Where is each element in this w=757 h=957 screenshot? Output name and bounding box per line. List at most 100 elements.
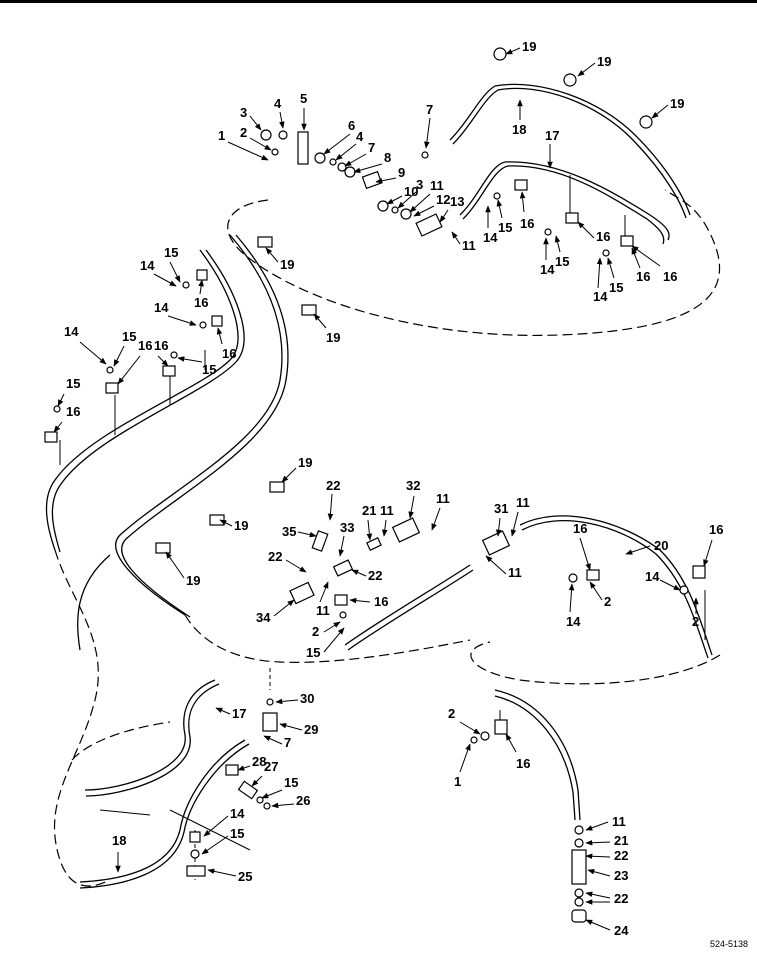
svg-text:2: 2 bbox=[312, 624, 319, 639]
svg-text:33: 33 bbox=[340, 520, 354, 535]
clamp-19b bbox=[563, 73, 577, 87]
svg-text:15: 15 bbox=[164, 245, 178, 260]
svg-text:14: 14 bbox=[645, 569, 660, 584]
svg-text:11: 11 bbox=[436, 491, 450, 506]
svg-text:2: 2 bbox=[692, 614, 699, 629]
clamp-25 bbox=[186, 865, 206, 877]
right-lower-outline bbox=[470, 641, 721, 685]
clamp-16f bbox=[162, 365, 176, 377]
callout: 7 bbox=[263, 735, 291, 750]
callout: 15 bbox=[177, 356, 216, 377]
callout: 16 bbox=[577, 221, 610, 244]
callout: 19 bbox=[219, 518, 248, 533]
clamp-16e bbox=[211, 315, 223, 327]
svg-text:7: 7 bbox=[368, 140, 375, 155]
callout: 19 bbox=[265, 247, 294, 272]
svg-text:16: 16 bbox=[138, 338, 152, 353]
clamp-19f bbox=[269, 481, 285, 493]
svg-text:19: 19 bbox=[670, 96, 684, 111]
callout: 16 bbox=[505, 733, 530, 771]
svg-text:16: 16 bbox=[636, 269, 650, 284]
svg-text:11: 11 bbox=[508, 565, 522, 580]
callout: 16 bbox=[349, 594, 388, 609]
clamp-19d bbox=[257, 236, 273, 248]
callout: 35 bbox=[282, 524, 317, 539]
svg-text:22: 22 bbox=[614, 848, 628, 863]
svg-text:24: 24 bbox=[614, 923, 629, 938]
callout: 2 bbox=[312, 621, 341, 639]
svg-text:20: 20 bbox=[654, 538, 668, 553]
svg-text:7: 7 bbox=[426, 102, 433, 117]
callout: 17 bbox=[545, 128, 559, 169]
fitting-28 bbox=[225, 764, 239, 776]
callout: 15 bbox=[607, 257, 623, 295]
callout: 28 bbox=[237, 754, 266, 771]
svg-text:17: 17 bbox=[545, 128, 559, 143]
svg-text:22: 22 bbox=[368, 568, 382, 583]
callout: 2 bbox=[692, 597, 699, 629]
callout: 19 bbox=[165, 551, 200, 588]
svg-text:16: 16 bbox=[520, 216, 534, 231]
bolt-14 bbox=[189, 831, 201, 843]
svg-text:30: 30 bbox=[300, 691, 314, 706]
callout: 1 bbox=[454, 743, 471, 789]
bracket-5 bbox=[297, 131, 309, 165]
callout: 3 bbox=[397, 177, 423, 209]
clamp-16k bbox=[692, 565, 706, 579]
callout: 22 bbox=[326, 478, 340, 521]
long-hose-a bbox=[45, 249, 239, 551]
callout: 15 bbox=[496, 199, 512, 235]
callout: 21 bbox=[585, 833, 628, 848]
callout: 16 bbox=[194, 279, 208, 310]
svg-text:10: 10 bbox=[404, 184, 418, 199]
svg-text:7: 7 bbox=[284, 735, 291, 750]
callout: 30 bbox=[275, 691, 314, 706]
svg-text:2: 2 bbox=[240, 125, 247, 140]
fitting-27 bbox=[237, 780, 259, 800]
washer-4 bbox=[278, 130, 288, 140]
washer-2 bbox=[271, 148, 279, 156]
svg-text:8: 8 bbox=[384, 150, 391, 165]
bottom-left-outline bbox=[71, 721, 171, 761]
callout: 4 bbox=[335, 129, 364, 161]
svg-text:19: 19 bbox=[597, 54, 611, 69]
callout: 16 bbox=[703, 522, 723, 567]
callout: 19 bbox=[651, 96, 684, 119]
callout: 22 bbox=[585, 891, 628, 906]
svg-text:18: 18 bbox=[512, 122, 526, 137]
svg-text:4: 4 bbox=[356, 129, 364, 144]
callout: 14 bbox=[645, 569, 681, 591]
hose-17-upper bbox=[459, 161, 670, 241]
fitting-21 bbox=[366, 537, 382, 551]
callout: 11 bbox=[451, 231, 476, 253]
svg-text:14: 14 bbox=[593, 289, 608, 304]
svg-text:19: 19 bbox=[298, 455, 312, 470]
callout: 15 bbox=[113, 329, 136, 367]
clamp-19h bbox=[155, 542, 171, 554]
svg-text:14: 14 bbox=[64, 324, 79, 339]
hoses bbox=[45, 83, 713, 889]
svg-text:14: 14 bbox=[483, 230, 498, 245]
svg-text:15: 15 bbox=[555, 254, 569, 269]
clamp-19e bbox=[301, 304, 317, 316]
clamp-19a bbox=[493, 47, 507, 61]
clamp-16j bbox=[586, 569, 600, 581]
svg-text:34: 34 bbox=[256, 610, 271, 625]
svg-text:32: 32 bbox=[406, 478, 420, 493]
clamp-16c bbox=[620, 235, 634, 247]
svg-text:19: 19 bbox=[280, 257, 294, 272]
svg-text:4: 4 bbox=[274, 96, 282, 111]
svg-text:16: 16 bbox=[596, 229, 610, 244]
callout: 2 bbox=[589, 581, 611, 609]
clamp-19c bbox=[639, 115, 653, 129]
svg-text:16: 16 bbox=[573, 521, 587, 536]
callout: 26 bbox=[271, 793, 310, 809]
callout: 16 bbox=[117, 338, 152, 385]
clamp-16i bbox=[334, 594, 348, 606]
adapter-35 bbox=[311, 530, 329, 552]
svg-text:2: 2 bbox=[604, 594, 611, 609]
svg-text:19: 19 bbox=[186, 573, 200, 588]
svg-text:6: 6 bbox=[348, 118, 355, 133]
callout: 11 bbox=[380, 503, 394, 537]
